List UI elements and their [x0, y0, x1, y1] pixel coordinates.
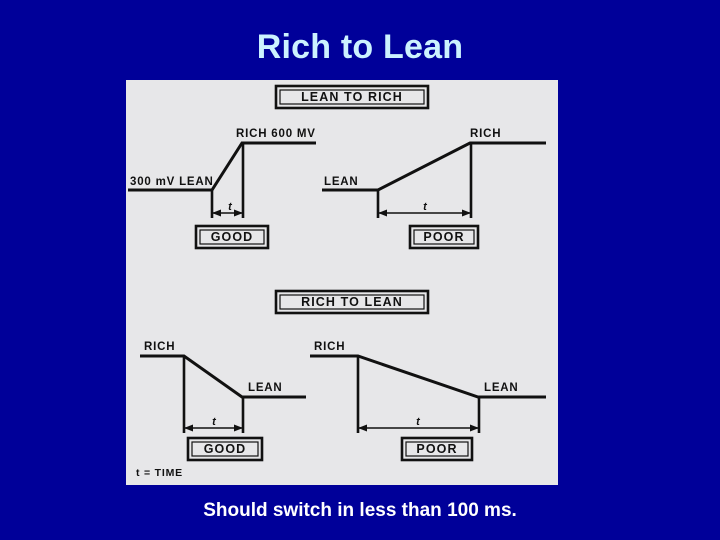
time-label: t [423, 201, 428, 213]
chart-lean-to-rich-good: t 300 mV LEAN RICH 600 MV GOOD [128, 128, 316, 250]
page-title: Rich to Lean [256, 28, 464, 66]
figure-footnote: t = TIME [136, 467, 183, 479]
chart-rich-to-lean-poor: t RICH LEAN POOR [310, 341, 546, 462]
end-level-label: RICH [470, 128, 501, 140]
start-level-label: 300 mV LEAN [130, 176, 214, 188]
verdict-label: POOR [423, 230, 464, 244]
section-heading-box-lean-to-rich: LEAN TO RICH [274, 84, 430, 110]
verdict-box-good: GOOD [186, 436, 264, 462]
end-level-label: LEAN [484, 382, 519, 394]
start-level-label: RICH [144, 341, 175, 353]
slide-caption: Should switch in less than 100 ms. [203, 500, 517, 521]
verdict-label: POOR [416, 442, 457, 456]
verdict-box-good: GOOD [194, 224, 270, 250]
section-heading-label: RICH TO LEAN [301, 295, 403, 309]
time-label: t [416, 416, 421, 428]
section-lean-to-rich: LEAN TO RICH t 300 mV LEAN RICH 600 MV [128, 84, 546, 250]
end-level-label: RICH 600 MV [236, 128, 316, 140]
section-heading-box-rich-to-lean: RICH TO LEAN [274, 289, 430, 315]
figure-panel: LEAN TO RICH t 300 mV LEAN RICH 600 MV [126, 80, 558, 485]
verdict-label: GOOD [204, 442, 247, 456]
chart-lean-to-rich-poor: t LEAN RICH POOR [322, 128, 546, 250]
time-label: t [212, 416, 217, 428]
chart-rich-to-lean-good: t RICH LEAN GOOD [140, 341, 306, 462]
verdict-box-poor: POOR [408, 224, 480, 250]
end-level-label: LEAN [248, 382, 283, 394]
start-level-label: LEAN [324, 176, 359, 188]
section-heading-label: LEAN TO RICH [301, 90, 403, 104]
time-label: t [228, 201, 233, 213]
start-level-label: RICH [314, 341, 345, 353]
switching-diagram: LEAN TO RICH t 300 mV LEAN RICH 600 MV [128, 84, 546, 479]
verdict-label: GOOD [211, 230, 254, 244]
verdict-box-poor: POOR [400, 436, 474, 462]
section-rich-to-lean: RICH TO LEAN t RICH LEAN GOOD [140, 289, 546, 462]
